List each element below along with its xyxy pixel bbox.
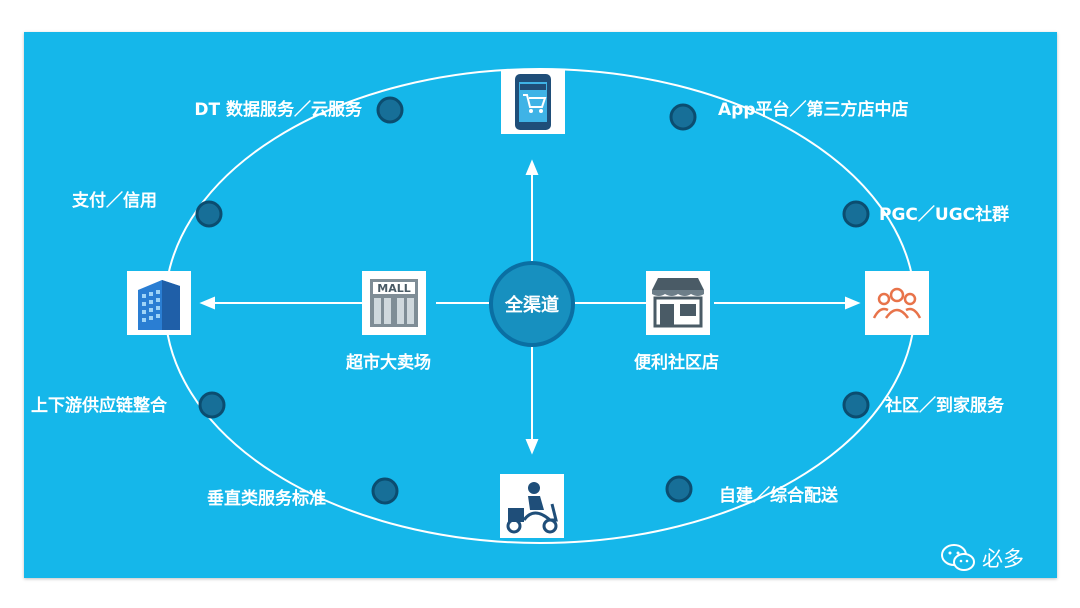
ring-node-delivery xyxy=(665,475,693,503)
ring-node-dt xyxy=(376,96,404,124)
label-pgc-ugc: PGC／UGC社群 xyxy=(879,205,1010,225)
arrow-up-head xyxy=(525,159,539,175)
label-convenience: 便利社区店 xyxy=(634,353,719,373)
wechat-icon xyxy=(941,544,975,571)
label-supermarket: 超市大卖场 xyxy=(346,353,431,373)
label-supply-chain: 上下游供应链整合 xyxy=(31,396,167,416)
ring-node-vertical xyxy=(371,477,399,505)
label-community-home: 社区／到家服务 xyxy=(885,396,1004,416)
ring-node-community xyxy=(842,391,870,419)
office-building-icon xyxy=(127,271,191,335)
center-label: 全渠道 xyxy=(505,295,559,316)
delivery-scooter-icon xyxy=(500,474,564,538)
arrow-down-head xyxy=(525,439,539,455)
ring-node-pgc xyxy=(842,200,870,228)
svg-text:MALL: MALL xyxy=(377,282,410,295)
arrow-left-head xyxy=(199,296,215,310)
label-payment-credit: 支付／信用 xyxy=(72,191,157,211)
convenience-store-icon xyxy=(646,271,710,335)
label-app-platform: App平台／第三方店中店 xyxy=(718,100,909,120)
watermark-text: 必多 xyxy=(982,547,1024,571)
watermark: 必多 xyxy=(940,543,1024,573)
arrow-right-head xyxy=(845,296,861,310)
ring-node-supply xyxy=(198,391,226,419)
ring-node-payment xyxy=(195,200,223,228)
label-self-delivery: 自建／综合配送 xyxy=(719,486,838,506)
mobile-shopping-icon xyxy=(501,70,565,134)
ring-node-app xyxy=(669,103,697,131)
center-node: 全渠道 xyxy=(489,261,575,347)
label-dt-service: DT 数据服务／云服务 xyxy=(194,100,362,120)
mall-icon: MALL xyxy=(362,271,426,335)
label-vertical-standard: 垂直类服务标准 xyxy=(207,489,326,509)
community-people-icon xyxy=(865,271,929,335)
